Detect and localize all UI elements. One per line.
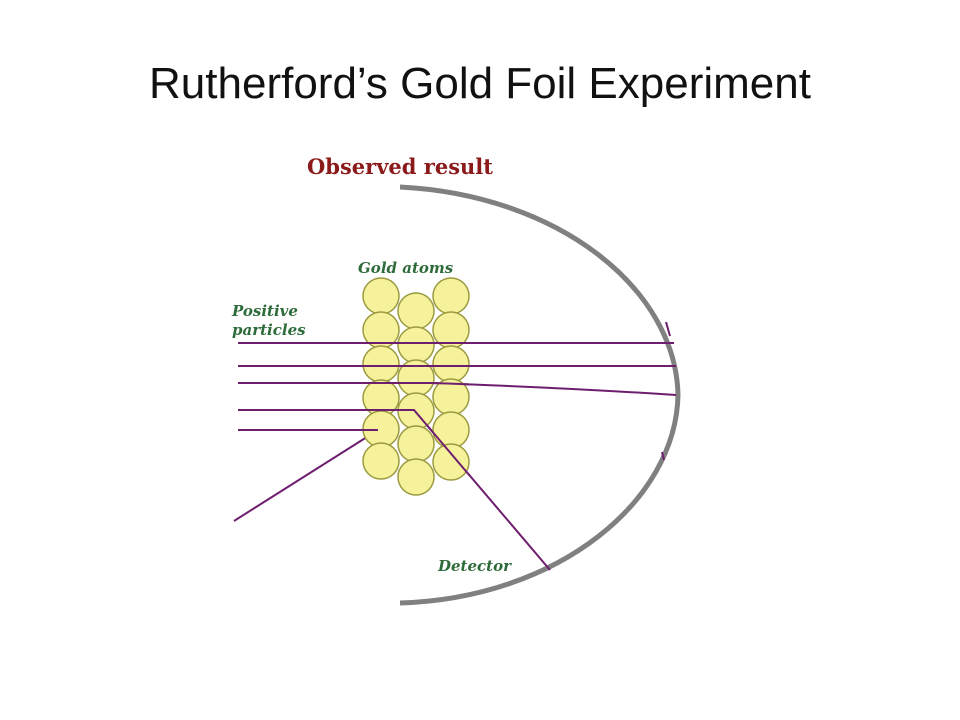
gold-atom (397, 425, 435, 463)
gold-atom (432, 443, 470, 481)
detector-hit-mark (661, 451, 665, 461)
particle-path-backscatter (233, 429, 379, 522)
label-positive: Positive (231, 302, 298, 320)
particle-path-through (362, 382, 471, 386)
diagram-heading: Observed result (307, 154, 493, 179)
gold-atom (362, 345, 400, 383)
particle-path-through (362, 409, 471, 477)
gold-atom (397, 458, 435, 496)
slide-title: Rutherford’s Gold Foil Experiment (149, 59, 811, 108)
gold-atom (432, 411, 470, 449)
gold-atoms (362, 277, 470, 496)
label-particles: particles (232, 321, 306, 339)
detector-hit-mark (665, 321, 671, 337)
gold-atom (362, 442, 400, 480)
gold-atom (397, 292, 435, 330)
gold-atom (397, 326, 435, 364)
gold-atom (432, 345, 470, 383)
detector-screen (399, 184, 681, 606)
label-gold-atoms: Gold atoms (358, 259, 454, 277)
gold-atom (432, 277, 470, 315)
particle-paths-through-foil (362, 342, 471, 477)
label-detector: Detector (437, 557, 512, 575)
gold-atom (362, 277, 400, 315)
